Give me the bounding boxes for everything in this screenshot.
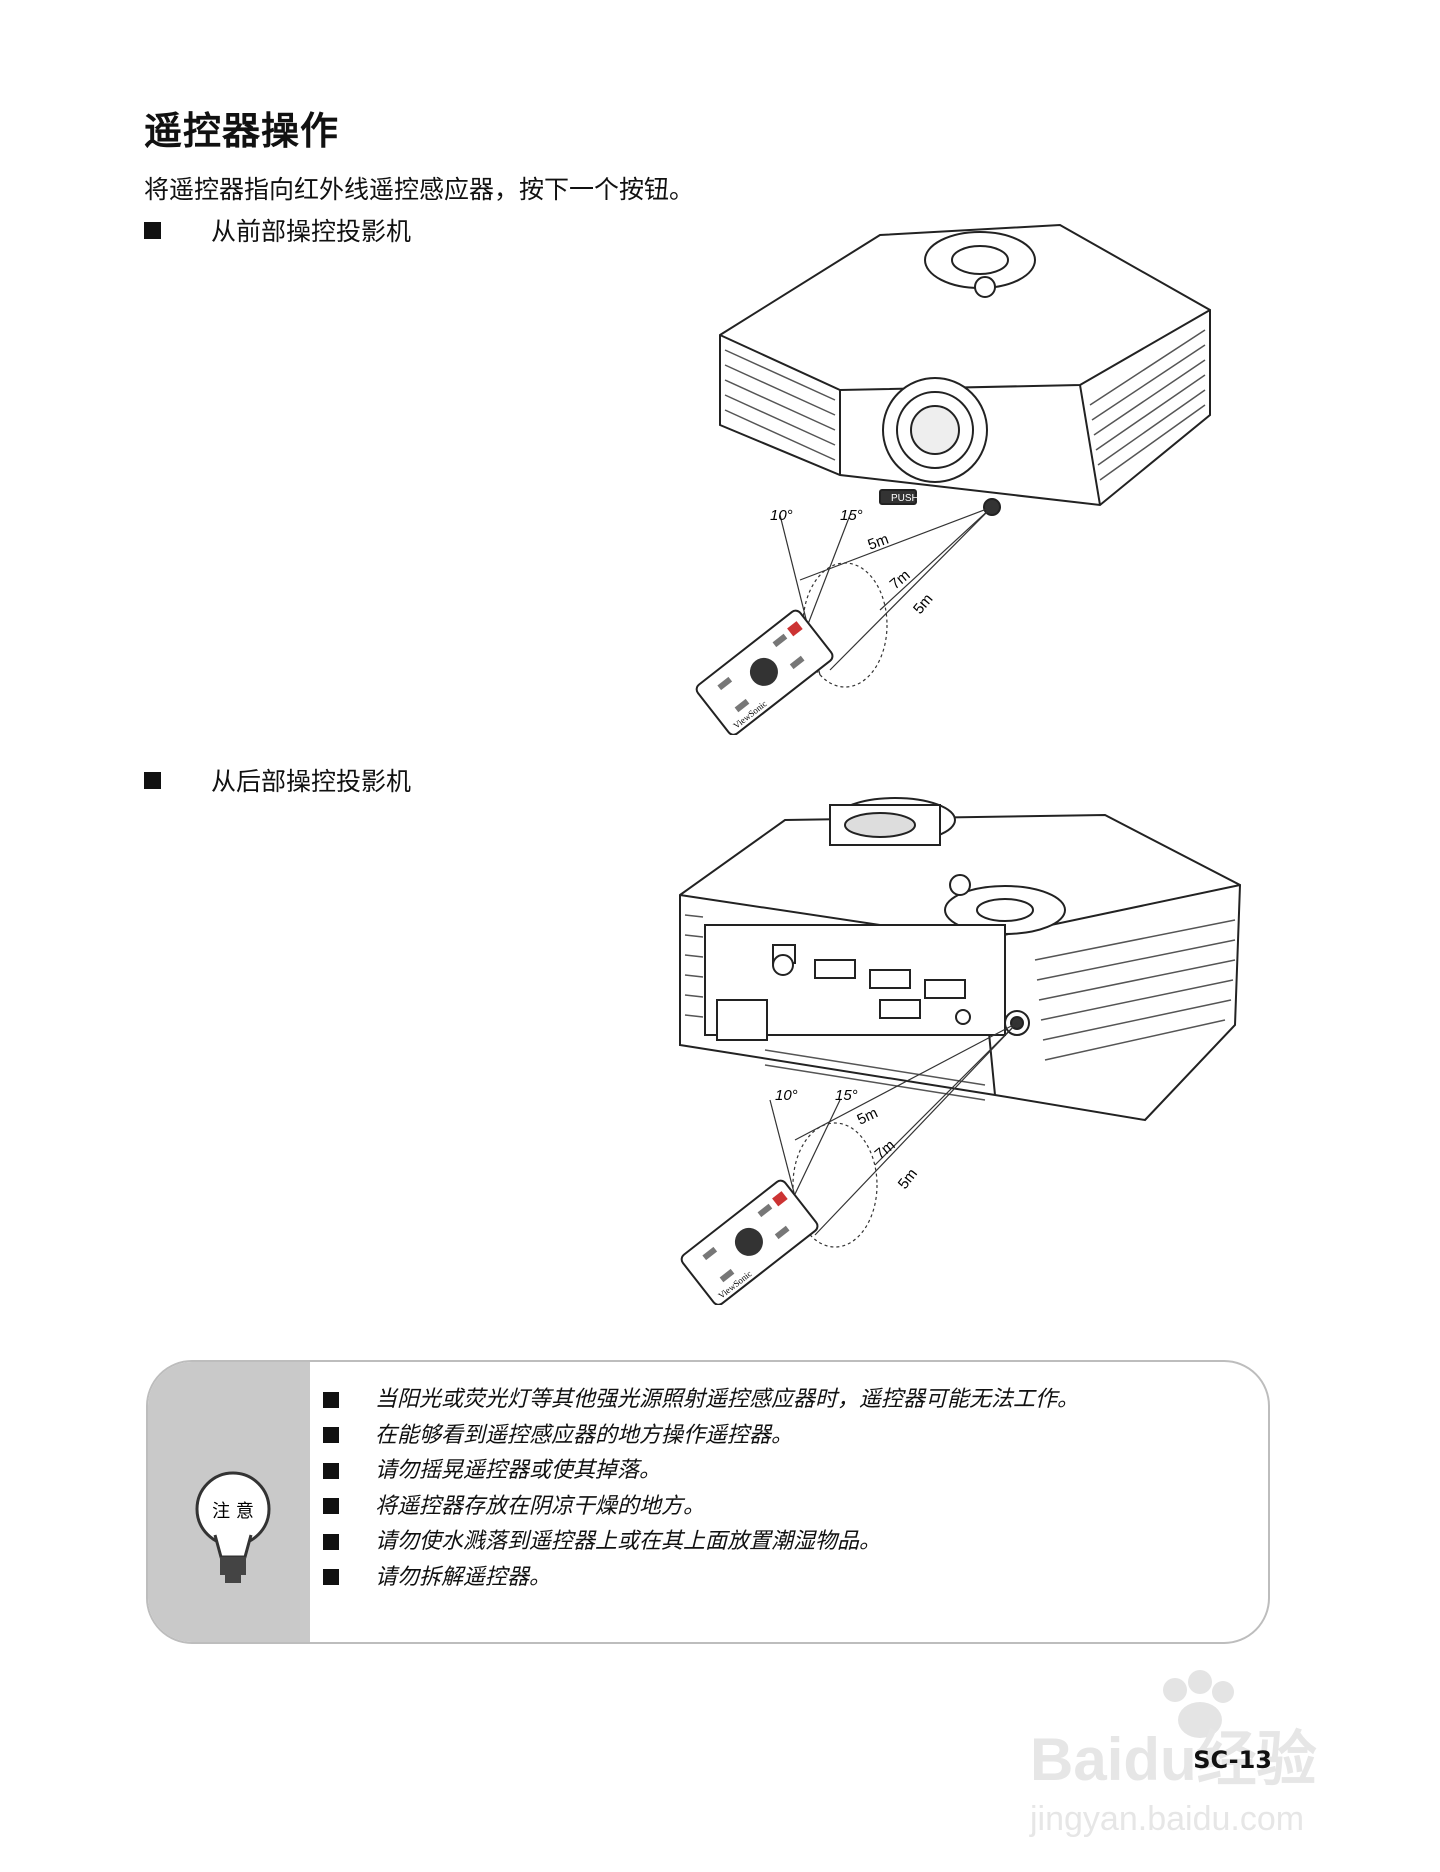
push-label: PUSH <box>891 493 919 504</box>
front-projector-diagram: PUSH 10° 15° 5m 7m 5m ViewSonic <box>695 223 1211 735</box>
bullet-square-icon <box>323 1391 339 1408</box>
angle-10-label: 10° <box>775 1087 798 1104</box>
range-5m-a-label: 5m <box>866 531 891 554</box>
bullet-square-icon <box>323 1462 339 1479</box>
baidu-watermark: Baidu经验 jingyan.baidu.com <box>1029 1670 1317 1838</box>
note-sidebar: 注 意 <box>148 1362 310 1642</box>
note-badge-text: 注 意 <box>212 1501 254 1522</box>
section-front-label: 从前部操控投影机 <box>144 212 411 248</box>
page-number: SC-13 <box>1193 1746 1272 1774</box>
bullet-square-icon <box>323 1498 339 1515</box>
lightbulb-icon: 注 意 <box>195 1471 271 1583</box>
range-7m-label: 7m <box>872 1137 899 1163</box>
angle-15-label: 15° <box>840 507 863 524</box>
bullet-square-icon <box>323 1427 339 1444</box>
angle-15-label: 15° <box>835 1087 858 1104</box>
range-5m-b-label: 5m <box>895 1166 921 1193</box>
bullet-square-icon <box>144 221 161 239</box>
note-item: 当阳光或荧光灯等其他强光源照射遥控感应器时，遥控器可能无法工作。 <box>323 1382 1079 1418</box>
angle-10-label: 10° <box>770 507 793 524</box>
rear-projector-diagram: 10° 15° 5m 7m 5m ViewSonic <box>679 797 1242 1305</box>
note-item: 请勿摇晃遥控器或使其掉落。 <box>323 1453 1079 1489</box>
note-item: 在能够看到遥控感应器的地方操作遥控器。 <box>323 1418 1079 1454</box>
note-item: 请勿使水溅落到遥控器上或在其上面放置潮湿物品。 <box>323 1524 1079 1560</box>
range-5m-b-label: 5m <box>910 591 936 618</box>
page-title: 遥控器操作 <box>144 109 340 153</box>
note-box: 注 意 当阳光或荧光灯等其他强光源照射遥控感应器时，遥控器可能无法工作。 在能够… <box>146 1360 1270 1644</box>
note-item: 将遥控器存放在阴凉干燥的地方。 <box>323 1489 1079 1525</box>
watermark-url: jingyan.baidu.com <box>1029 1800 1304 1838</box>
bullet-square-icon <box>144 771 161 789</box>
intro-text: 将遥控器指向红外线遥控感应器，按下一个按钮。 <box>144 175 695 204</box>
range-7m-label: 7m <box>887 567 914 593</box>
watermark-brand: Baidu经验 <box>1030 1726 1317 1793</box>
range-5m-a-label: 5m <box>855 1104 881 1128</box>
bullet-square-icon <box>323 1569 339 1586</box>
note-item: 请勿拆解遥控器。 <box>323 1560 1079 1596</box>
bullet-square-icon <box>323 1533 339 1550</box>
section-rear-label: 从后部操控投影机 <box>144 762 411 798</box>
note-list: 当阳光或荧光灯等其他强光源照射遥控感应器时，遥控器可能无法工作。 在能够看到遥控… <box>323 1382 1079 1595</box>
